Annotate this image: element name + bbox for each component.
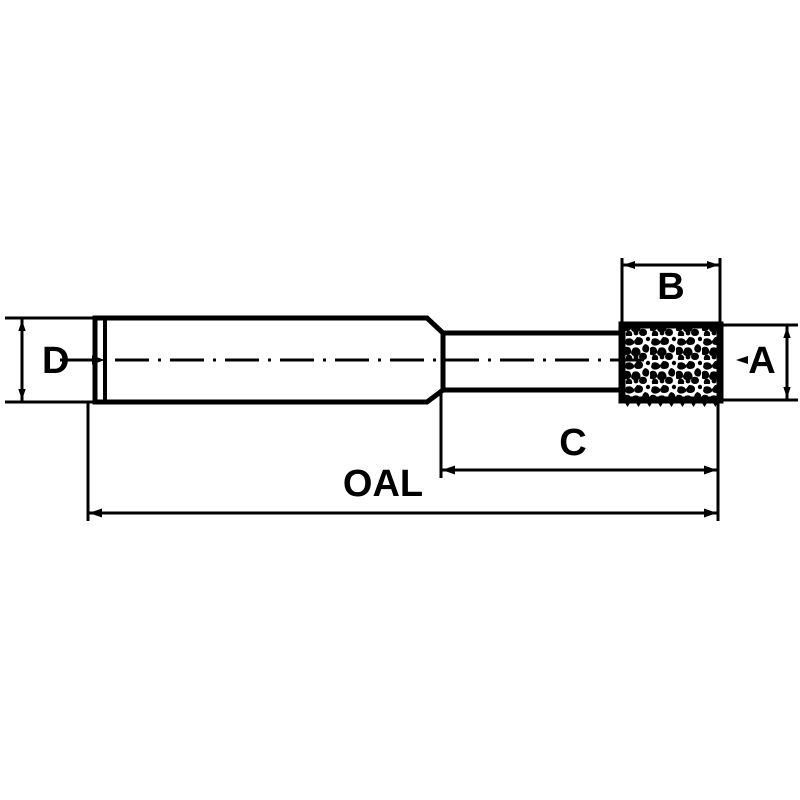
dimension-OAL-arrow-right [704,508,717,518]
dimension-D-leader-arrow [92,355,105,365]
dimension-A-arrow-top [783,327,791,338]
dimension-B: B [620,258,722,325]
dimension-B-label: B [657,266,684,308]
dimension-C: C [439,392,720,478]
dimension-B-arrow-right [707,261,719,269]
dimension-A-label: A [748,340,775,382]
part-outline [60,315,724,407]
dimension-A-arrow-bottom [783,387,791,398]
dimension-D-label: D [42,340,69,382]
dimension-C-label: C [559,422,586,464]
dimension-C-arrow-right [704,465,717,475]
dimension-OAL-arrow-left [89,508,102,518]
head-serration [622,398,720,407]
dimension-C-arrow-left [442,465,455,475]
dimension-OAL-label: OAL [343,463,423,505]
dimension-A: A [722,323,798,402]
abrasive-head-fill [622,325,720,400]
dimension-D: D [5,316,105,404]
dimension-D-arrow-bottom [18,389,26,400]
dimension-OAL: OAL [86,402,720,521]
dimension-D-arrow-top [18,320,26,331]
dimension-A-leader-arrow [736,356,748,364]
dimension-B-arrow-left [623,261,635,269]
